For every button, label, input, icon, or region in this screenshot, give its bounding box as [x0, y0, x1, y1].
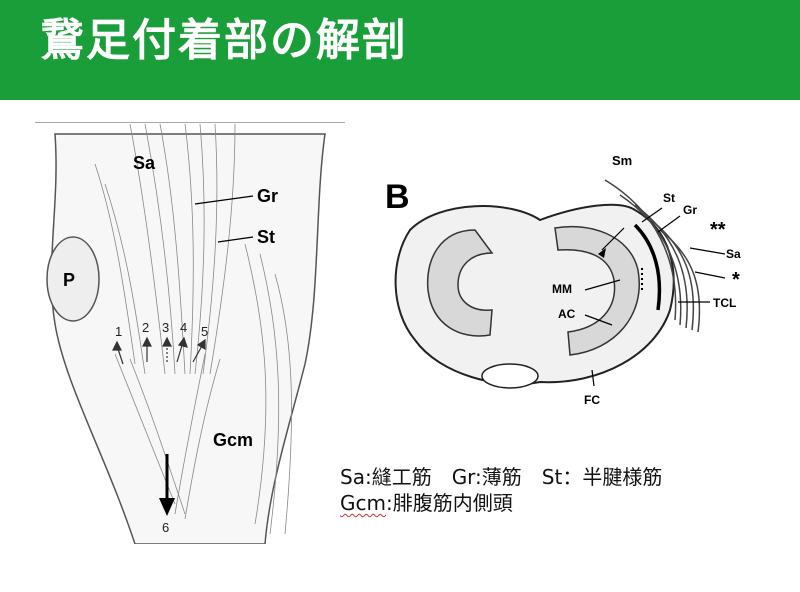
legend-gcm-name: :腓腹筋内側頭 — [385, 491, 513, 515]
label-ac: AC — [558, 307, 576, 321]
arrow-number-2: 2 — [142, 320, 149, 335]
label-double-asterisk: ** — [710, 219, 726, 241]
label-mm: MM — [552, 282, 572, 296]
legend-line-1: Sa:縫工筋 Gr:薄筋 St：半腱様筋 — [340, 465, 663, 489]
legend-line-2: Gcm:腓腹筋内側頭 — [340, 490, 662, 516]
arrow-number-3: 3 — [162, 320, 169, 335]
label-tcl: TCL — [713, 296, 736, 310]
muscle-legend: Sa:縫工筋 Gr:薄筋 St：半腱様筋 Gcm:腓腹筋内側頭 — [340, 464, 662, 516]
figure-top-rule — [35, 122, 345, 123]
arrow-number-6: 6 — [162, 520, 169, 535]
label-fc: FC — [584, 393, 600, 407]
label-gcm: Gcm — [213, 430, 253, 450]
label-sm: Sm — [612, 153, 632, 168]
panel-label-b: B — [385, 178, 410, 216]
tibial-plateau-diagram: B Sm St Gr ** Sa * TCL MM AC FC — [385, 153, 741, 407]
label-st: St — [257, 227, 275, 247]
label-gr-b: Gr — [683, 203, 697, 217]
title-bar: 鵞足付着部の解剖 — [0, 0, 800, 100]
knee-medial-illustration: Sa Gr St P Gcm 1 2 3 4 5 6 — [46, 124, 326, 544]
arrow-number-5: 5 — [201, 324, 208, 339]
label-asterisk: * — [732, 269, 740, 291]
label-sa-b: Sa — [726, 247, 741, 261]
slide-title: 鵞足付着部の解剖 — [40, 15, 408, 66]
label-st-b: St — [663, 191, 675, 205]
label-sa: Sa — [133, 153, 156, 173]
arrow-number-1: 1 — [115, 324, 122, 339]
label-patella: P — [63, 270, 75, 290]
arrow-number-4: 4 — [180, 320, 187, 335]
legend-gcm-abbr: Gcm — [340, 491, 386, 515]
label-gr: Gr — [257, 186, 278, 206]
